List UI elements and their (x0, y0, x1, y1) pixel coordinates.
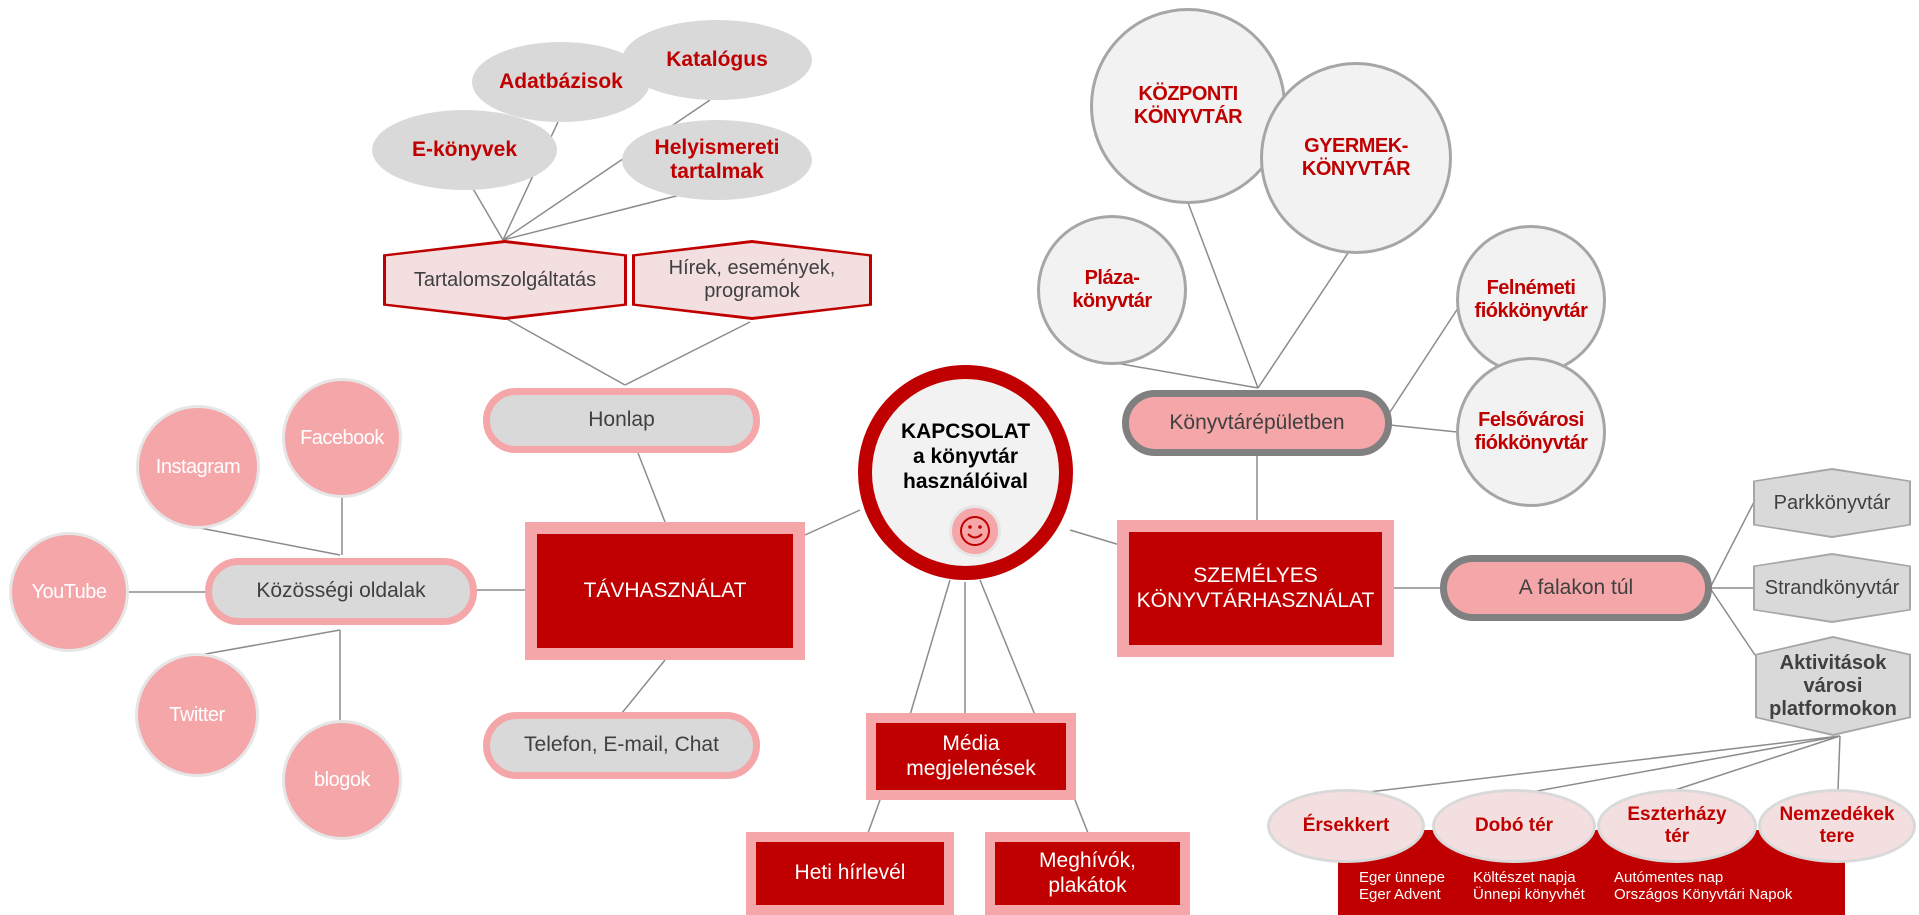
news-events-line1: Hírek, események, (668, 257, 836, 279)
center-node: KAPCSOLAT a könyvtár használóival (858, 365, 1073, 580)
felsovaros-line1: Felsővárosi (1478, 409, 1584, 431)
central-line1: KÖZPONTI (1138, 83, 1238, 105)
ersekkert-node: Érsekkert (1267, 789, 1425, 863)
website-label: Honlap (588, 408, 655, 432)
nemzedekek-line2: tere (1819, 826, 1855, 847)
invites-line2: plakátok (1048, 873, 1127, 897)
event-eger-advent: Eger Advent (1359, 886, 1441, 903)
library-buildings-node: Könyvtárépületben (1122, 390, 1392, 456)
newsletter-node: Heti hírlevél (746, 832, 954, 915)
content-service-label: Tartalomszolgáltatás (413, 268, 597, 291)
event-unnepi-konyvhet: Ünnepi könyvhét (1473, 886, 1585, 903)
ebooks-label: E-könyvek (411, 137, 518, 161)
center-line3: használóival (903, 470, 1028, 494)
felnemet-line1: Felnémeti (1486, 277, 1576, 299)
youtube-label: YouTube (31, 580, 107, 603)
event-kolteszet-napja: Költészet napja (1473, 869, 1576, 886)
media-line2: megjelenések (906, 756, 1036, 780)
instagram-label: Instagram (155, 455, 241, 478)
park-library-hex: Parkkönyvtár (1753, 468, 1911, 538)
twitter-node: Twitter (135, 653, 259, 777)
activities-line3: platformokon (1769, 697, 1897, 720)
twitter-label: Twitter (169, 703, 225, 726)
remote-use-node: TÁVHASZNÁLAT (525, 522, 805, 660)
databases-node: Adatbázisok (472, 42, 650, 122)
beyond-walls-label: A falakon túl (1518, 575, 1634, 599)
social-sites-label: Közösségi oldalak (256, 579, 426, 603)
beach-library-label: Strandkönyvtár (1764, 576, 1900, 599)
catalog-node: Katalógus (622, 20, 812, 100)
children-library-node: GYERMEK-KÖNYVTÁR (1260, 62, 1452, 254)
facebook-node: Facebook (282, 378, 402, 498)
catalog-label: Katalógus (666, 47, 768, 71)
dobo-ter-node: Dobó tér (1432, 789, 1596, 863)
dobo-ter-label: Dobó tér (1474, 815, 1554, 837)
newsletter-label: Heti hírlevél (794, 861, 906, 885)
personal-line1: SZEMÉLYES (1193, 564, 1318, 588)
plaza-line1: Pláza- (1084, 267, 1140, 289)
beyond-walls-node: A falakon túl (1440, 555, 1712, 621)
media-line1: Média (942, 732, 1000, 756)
smiley-icon (949, 505, 1001, 557)
center-line2: a könyvtár (912, 445, 1019, 469)
activities-line2: városi (1803, 674, 1863, 697)
activities-line1: Aktivitások (1779, 651, 1887, 674)
social-sites-node: Közösségi oldalak (205, 558, 477, 625)
library-buildings-label: Könyvtárépületben (1169, 410, 1345, 434)
news-events-line2: programok (704, 280, 800, 302)
events-band: Eger ünnepe Eger Advent Költészet napja … (1338, 830, 1845, 915)
eszterhazy-line1: Eszterházy (1627, 804, 1727, 826)
nemzedekek-line1: Nemzedékek (1779, 804, 1895, 826)
local-content-line2: tartalmak (670, 160, 764, 183)
news-events-hex: Hírek, események,programok (632, 240, 872, 320)
center-line1: KAPCSOLAT (900, 420, 1031, 443)
databases-label: Adatbázisok (499, 69, 623, 93)
remote-use-label: TÁVHASZNÁLAT (583, 578, 747, 602)
children-line1: GYERMEK- (1304, 135, 1408, 157)
contact-label: Telefon, E-mail, Chat (524, 733, 719, 757)
park-library-label: Parkkönyvtár (1773, 491, 1891, 514)
eszterhazy-line2: tér (1664, 826, 1690, 847)
blogs-label: blogok (314, 768, 370, 791)
local-content-line1: Helyismereti (654, 135, 780, 159)
ersekkert-label: Érsekkert (1302, 815, 1390, 837)
blogs-node: blogok (282, 720, 402, 840)
beach-library-hex: Strandkönyvtár (1753, 553, 1911, 623)
personal-line2: KÖNYVTÁRHASZNÁLAT (1136, 588, 1375, 612)
event-automentes-nap: Autómentes nap (1614, 869, 1724, 886)
content-service-hex: Tartalomszolgáltatás (383, 240, 627, 320)
plaza-library-node: Pláza-könyvtár (1037, 215, 1187, 365)
instagram-node: Instagram (136, 405, 260, 529)
event-orszagos-konyvtari-napok: Országos Könyvtári Napok (1614, 886, 1793, 903)
plaza-line2: könyvtár (1072, 290, 1152, 312)
youtube-node: YouTube (9, 532, 129, 652)
felsovaros-line2: fiókkönyvtár (1474, 432, 1588, 454)
felnemet-line2: fiókkönyvtár (1474, 300, 1588, 322)
website-node: Honlap (483, 388, 760, 453)
event-eger-unnepe: Eger ünnepe (1359, 869, 1445, 886)
children-line2: KÖNYVTÁR (1301, 158, 1411, 180)
ebooks-node: E-könyvek (372, 110, 557, 190)
central-line2: KÖNYVTÁR (1133, 106, 1243, 128)
facebook-label: Facebook (300, 426, 384, 449)
invites-node: Meghívók,plakátok (985, 832, 1190, 915)
invites-line1: Meghívók, (1039, 849, 1136, 873)
contact-node: Telefon, E-mail, Chat (483, 712, 760, 779)
